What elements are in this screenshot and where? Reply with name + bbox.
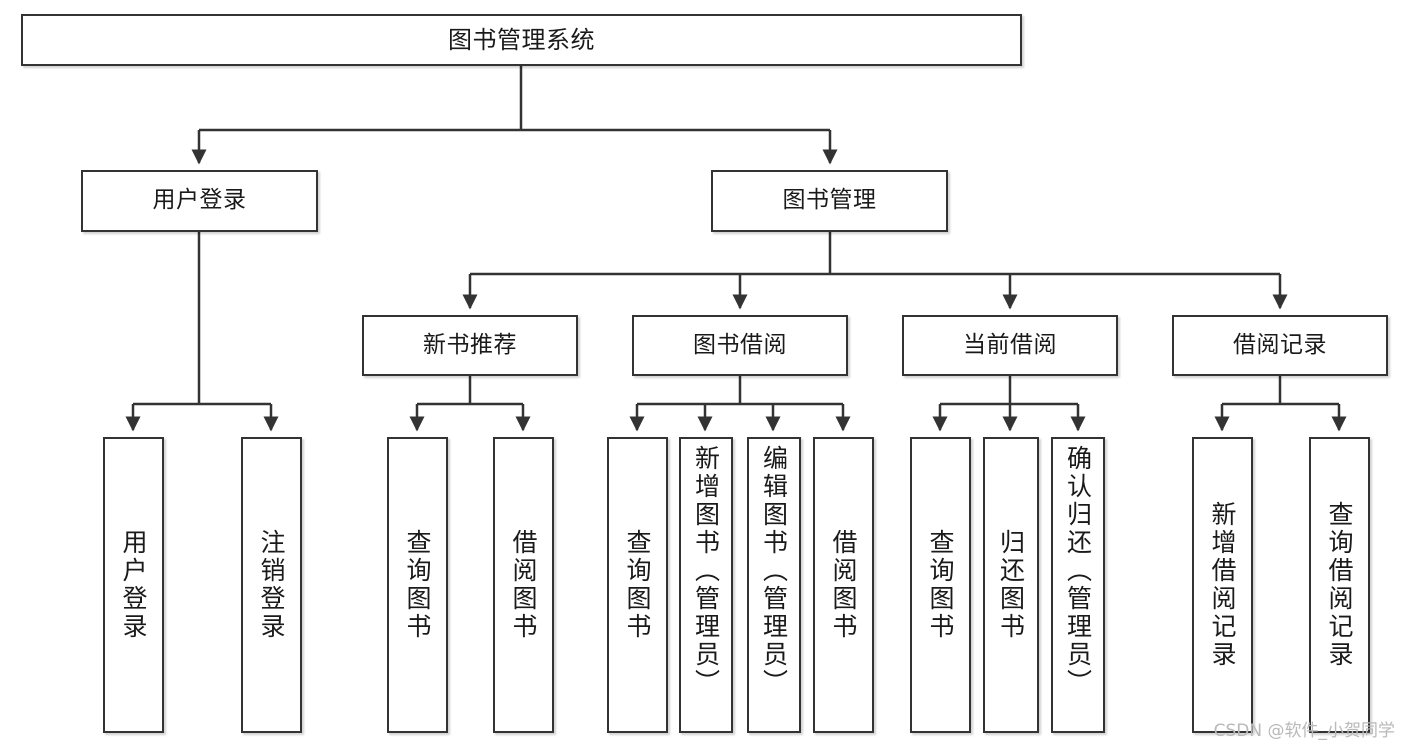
node-leaf-query-book-3-label: 查询图书 — [926, 529, 955, 641]
node-book-borrow[interactable]: 图书借阅 — [632, 315, 848, 376]
node-leaf-borrow-book-1[interactable]: 借阅图书 — [493, 437, 554, 733]
watermark-text: CSDN @软件_小贺同学 — [1213, 721, 1395, 741]
node-leaf-borrow-book-2[interactable]: 借阅图书 — [813, 437, 874, 733]
node-leaf-query-book-1-label: 查询图书 — [403, 529, 432, 641]
node-leaf-logout-login-label: 注销登录 — [257, 529, 286, 641]
node-leaf-user-login[interactable]: 用户登录 — [103, 437, 164, 733]
node-leaf-query-record-label: 查询借阅记录 — [1325, 501, 1354, 669]
node-current-borrow-label: 当前借阅 — [963, 331, 1057, 358]
node-new-book-recommend[interactable]: 新书推荐 — [362, 315, 578, 376]
node-borrow-record-label: 借阅记录 — [1233, 331, 1327, 358]
node-leaf-confirm-return-label: 确认归还（管理员） — [1063, 445, 1093, 697]
node-leaf-confirm-return[interactable]: 确认归还（管理员） — [1051, 437, 1105, 733]
node-leaf-edit-book[interactable]: 编辑图书（管理员） — [747, 437, 801, 733]
node-leaf-query-book-2[interactable]: 查询图书 — [607, 437, 668, 733]
node-leaf-return-book[interactable]: 归还图书 — [983, 437, 1039, 733]
node-leaf-query-book-3[interactable]: 查询图书 — [910, 437, 971, 733]
node-leaf-add-record-label: 新增借阅记录 — [1208, 501, 1237, 669]
node-book-borrow-label: 图书借阅 — [693, 331, 787, 358]
node-leaf-user-login-label: 用户登录 — [119, 529, 148, 641]
node-new-book-recommend-label: 新书推荐 — [423, 331, 517, 358]
node-user-login[interactable]: 用户登录 — [81, 170, 318, 232]
node-book-management-label: 图书管理 — [782, 187, 877, 214]
node-current-borrow[interactable]: 当前借阅 — [902, 315, 1118, 376]
node-root-label: 图书管理系统 — [448, 25, 595, 54]
node-leaf-edit-book-label: 编辑图书（管理员） — [759, 445, 789, 697]
node-leaf-query-book-1[interactable]: 查询图书 — [387, 437, 448, 733]
node-user-login-label: 用户登录 — [152, 187, 247, 214]
node-leaf-query-record[interactable]: 查询借阅记录 — [1309, 437, 1370, 733]
node-book-management[interactable]: 图书管理 — [711, 170, 948, 232]
node-root[interactable]: 图书管理系统 — [21, 14, 1022, 66]
node-borrow-record[interactable]: 借阅记录 — [1172, 315, 1388, 376]
node-leaf-borrow-book-1-label: 借阅图书 — [509, 529, 538, 641]
node-leaf-add-record[interactable]: 新增借阅记录 — [1192, 437, 1253, 733]
node-leaf-borrow-book-2-label: 借阅图书 — [829, 529, 858, 641]
node-leaf-logout-login[interactable]: 注销登录 — [241, 437, 302, 733]
node-leaf-add-book-label: 新增图书（管理员） — [691, 445, 721, 697]
node-leaf-query-book-2-label: 查询图书 — [623, 529, 652, 641]
node-leaf-return-book-label: 归还图书 — [996, 529, 1026, 641]
node-leaf-add-book[interactable]: 新增图书（管理员） — [679, 437, 733, 733]
